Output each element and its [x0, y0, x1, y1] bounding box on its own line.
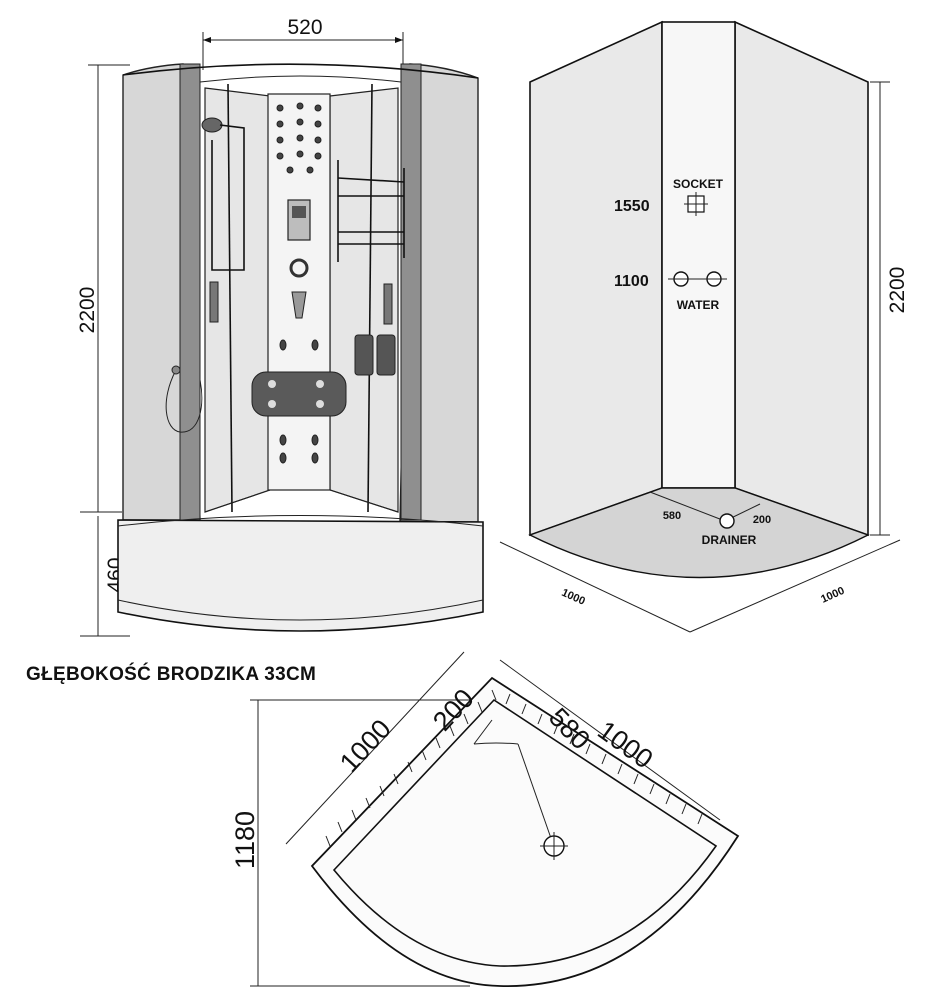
corner-wall — [661, 21, 736, 489]
drain-offset-line — [649, 491, 726, 522]
seat — [251, 371, 347, 417]
control-display — [292, 206, 306, 218]
arrow-head — [395, 37, 403, 43]
tray-bottom-edge — [117, 599, 484, 621]
right-side-dimension-line — [499, 659, 721, 821]
drain-offset-a: 580 — [663, 510, 681, 522]
socket-height-label: 1550 — [614, 198, 650, 215]
tray-outline — [310, 676, 740, 987]
inner-floor-edge — [204, 489, 399, 513]
tray-top-edge — [117, 515, 484, 527]
soap-dispenser — [354, 334, 374, 376]
drain-offset-b: 200 — [753, 514, 771, 526]
massage-jets-bottom — [279, 339, 319, 464]
water-label: WATER — [677, 298, 720, 312]
soap-dispenser — [376, 334, 396, 376]
hatch-right — [505, 693, 703, 825]
diagonal-label: 1180 — [230, 811, 260, 869]
top-rail-inner — [199, 75, 402, 83]
installation-view: SOCKET 1550 1100 WATER 2200 580 200 DRAI… — [499, 20, 909, 633]
hand-shower — [201, 117, 245, 271]
towel-rack — [337, 160, 405, 262]
tray-depth-caption: GŁĘBOKOŚĆ BRODZIKA 33CM — [26, 663, 316, 685]
side-shower-hose — [165, 369, 203, 433]
front-view: 520 2200 460 — [76, 16, 484, 637]
door-handle-left — [209, 281, 219, 323]
shower-tray-apron — [117, 519, 484, 632]
corner-offset-line — [473, 719, 493, 745]
depth-left-label: 1000 — [560, 587, 587, 608]
left-side-dimension-line — [285, 651, 465, 845]
seat-jets — [268, 380, 324, 408]
height-label: 2200 — [76, 287, 99, 334]
drain-offset-line — [517, 743, 554, 845]
hatch-left — [325, 689, 497, 847]
tray-inner-edge — [332, 698, 718, 967]
left-side-label: 1000 — [334, 714, 397, 778]
drain-icon — [719, 513, 735, 529]
depth-line-left — [499, 541, 691, 633]
arrow-head — [203, 37, 211, 43]
depth-right-label: 1000 — [819, 585, 846, 606]
right-wall — [734, 20, 869, 537]
wall-height-label: 2200 — [886, 267, 909, 314]
mixer-knob — [289, 258, 309, 278]
drainer-label: DRAINER — [702, 533, 757, 547]
faucet-spout — [291, 291, 307, 319]
sliding-door-edge — [227, 83, 233, 513]
floor-area — [528, 487, 870, 579]
plan-view: 1180 — [230, 651, 740, 987]
right-frame-post — [400, 63, 422, 521]
width-label: 520 — [287, 16, 322, 39]
massage-jets-top — [276, 102, 322, 174]
side-shower-head — [171, 365, 181, 375]
door-handle-right — [383, 283, 393, 325]
left-frame-post — [179, 63, 201, 521]
sliding-door-edge — [367, 83, 373, 513]
depth-line-right — [689, 539, 901, 633]
water-height-label: 1100 — [614, 273, 649, 290]
corner-arc — [473, 742, 519, 745]
top-rail — [122, 63, 479, 79]
socket-label: SOCKET — [673, 177, 724, 191]
